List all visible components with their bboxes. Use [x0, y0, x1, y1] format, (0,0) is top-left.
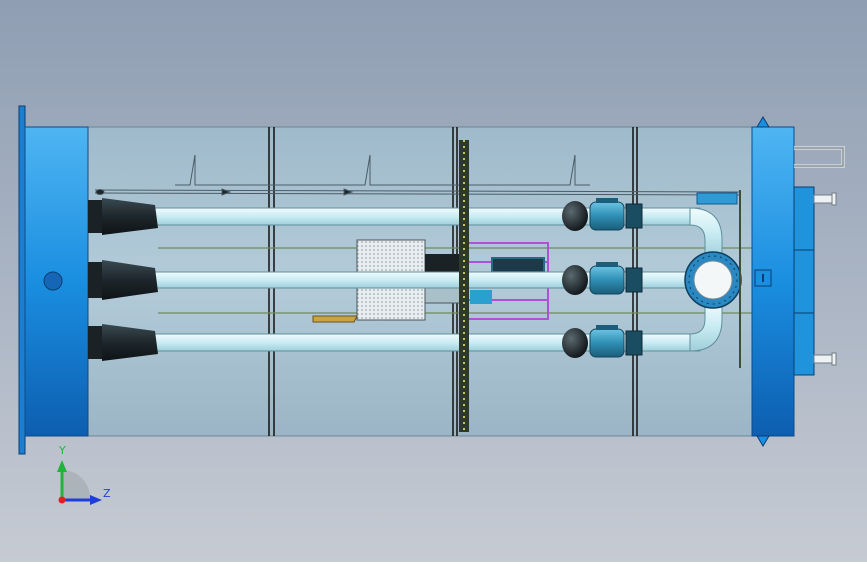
upper-rail: [94, 154, 741, 196]
tie-rods: [158, 247, 752, 314]
valve-set-bottom: [562, 325, 643, 358]
left-end-flange: [18, 105, 89, 455]
valve-set-top: [562, 198, 643, 231]
inlet-nozzles: [88, 198, 158, 361]
nozzle-middle: [88, 260, 158, 300]
y-axis-label: Y: [58, 444, 66, 457]
valve-set-middle: [562, 262, 643, 295]
axis-triad: Y Z: [57, 444, 111, 505]
z-axis-label: Z: [103, 487, 111, 500]
nozzle-top: [88, 198, 158, 235]
nozzle-bottom: [88, 324, 158, 361]
manifold-flange: [684, 251, 742, 309]
pipe-runs: [99, 192, 738, 352]
axis-origin-dot: [58, 496, 66, 504]
port-icon: [43, 271, 63, 291]
right-end-flange: [751, 116, 845, 447]
stud-strip: [459, 140, 469, 432]
